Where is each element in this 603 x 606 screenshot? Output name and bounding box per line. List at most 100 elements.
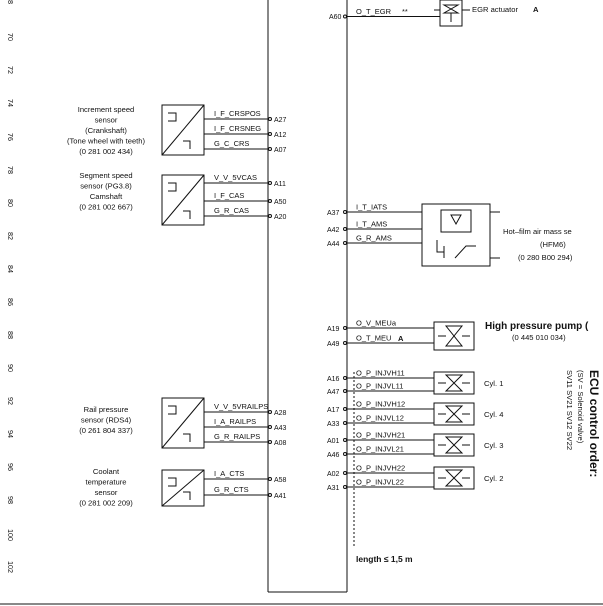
egr-marker: ** bbox=[402, 7, 408, 16]
pin-label: A20 bbox=[274, 214, 287, 221]
increment-speed-sensor: Increment speed sensor(Crankshaft) (Tone w… bbox=[67, 104, 287, 156]
ecu-control-order: ECU control order: (SV = Solenoid valve)… bbox=[565, 370, 601, 477]
right-actuators: A37I_T_IATSA42I_T_AMSA44G_R_AMSA19O_V_ME… bbox=[327, 203, 503, 548]
signal-name: O_V_MEUa bbox=[356, 319, 397, 328]
sensor-symbol bbox=[161, 397, 205, 449]
pin-label: A16 bbox=[327, 376, 340, 383]
cylinder-label: Cyl. 3 bbox=[484, 441, 503, 450]
sensor-label-line: (Crankshaft) bbox=[85, 126, 127, 135]
signal-name: O_P_INJVH22 bbox=[356, 464, 405, 473]
row-number: 8 bbox=[6, 0, 15, 4]
signal-name: I_F_CRSNEG bbox=[214, 124, 261, 133]
cylinder-label: Cyl. 1 bbox=[484, 379, 503, 388]
pin-label: A42 bbox=[327, 227, 340, 234]
row-number: 100 bbox=[6, 529, 15, 541]
sensor-label-line: sensor (RDS4) bbox=[81, 416, 132, 425]
signal-name: O_T_MEU bbox=[356, 334, 391, 343]
signal-name: O_P_INJVH21 bbox=[356, 431, 405, 440]
pin-label: A44 bbox=[327, 241, 340, 248]
pin-label: A19 bbox=[327, 326, 340, 333]
ecu-order-title: ECU control order: bbox=[587, 370, 601, 477]
hfm-line-2: (HFM6) bbox=[540, 240, 566, 249]
egr-pin: A60 bbox=[329, 14, 342, 21]
signal-name: O_P_INJVL21 bbox=[356, 445, 404, 454]
row-number: 88 bbox=[6, 331, 15, 339]
pump-title: High pressure pump ( bbox=[485, 321, 589, 332]
pin-label: A28 bbox=[274, 410, 287, 417]
injector-symbol bbox=[433, 402, 475, 426]
sensor-label-line: (0 261 804 337) bbox=[79, 426, 133, 435]
sensor-label-line: Increment speed bbox=[78, 105, 135, 114]
pin-label: A17 bbox=[327, 407, 340, 414]
hfm-sensor: Hot–film air mass se (HFM6) (0 280 B00 2… bbox=[421, 203, 573, 267]
row-number: 70 bbox=[6, 33, 15, 41]
row-number: 80 bbox=[6, 199, 15, 207]
sensor-symbol bbox=[161, 469, 205, 507]
signal-name: G_R_CTS bbox=[214, 485, 249, 494]
signal-name: G_R_CAS bbox=[214, 206, 249, 215]
signal-name: I_T_AMS bbox=[356, 220, 387, 229]
row-number: 82 bbox=[6, 232, 15, 240]
sensor-label-line: (0 281 002 434) bbox=[79, 147, 133, 156]
high-pressure-pump: High pressure pump ( (0 445 010 034) bbox=[485, 321, 589, 342]
sensor-label-line: sensor (PG3.8) bbox=[80, 182, 132, 191]
egr-actuator: A60 O_T_EGR ** EGR actuator A bbox=[329, 0, 539, 27]
row-number: 102 bbox=[6, 561, 15, 573]
signal-name: O_P_INJVH11 bbox=[356, 369, 405, 378]
egr-symbol bbox=[439, 0, 463, 27]
length-note: length ≤ 1,5 m bbox=[356, 554, 413, 564]
pin-label: A33 bbox=[327, 421, 340, 428]
pin-label: A49 bbox=[327, 341, 340, 348]
signal-name: I_A_RAILPS bbox=[214, 417, 256, 426]
pin-label: A37 bbox=[327, 210, 340, 217]
sensor-label-line: sensor bbox=[95, 488, 118, 497]
pin-label: A47 bbox=[327, 389, 340, 396]
pin-label: A12 bbox=[274, 132, 287, 139]
signal-name: O_P_INJVL22 bbox=[356, 478, 404, 487]
egr-signal: O_T_EGR bbox=[356, 7, 392, 16]
pin-label: A43 bbox=[274, 425, 287, 432]
pin-label: A50 bbox=[274, 199, 287, 206]
pin-label: A02 bbox=[327, 471, 340, 478]
signal-name: I_T_IATS bbox=[356, 203, 387, 212]
row-number: 92 bbox=[6, 397, 15, 405]
pin-label: A07 bbox=[274, 147, 287, 154]
pin-label: A01 bbox=[327, 438, 340, 445]
sensor-label-line: Camshaft bbox=[90, 192, 123, 201]
hfm-box bbox=[421, 203, 491, 267]
sensor-label-line: (0 281 002 667) bbox=[79, 203, 133, 212]
pin-label: A31 bbox=[327, 485, 340, 492]
row-number: 90 bbox=[6, 364, 15, 372]
pump-arrow: A bbox=[398, 334, 404, 343]
pin-label: A58 bbox=[274, 477, 287, 484]
row-number: 78 bbox=[6, 166, 15, 174]
row-number: 96 bbox=[6, 463, 15, 471]
egr-arrow: A bbox=[533, 5, 539, 14]
ecu-order-sub2: SV11 SV21 SV12 SV22 bbox=[565, 370, 574, 450]
pump-part: (0 445 010 034) bbox=[512, 333, 566, 342]
sensor-symbol bbox=[161, 104, 205, 156]
ecu-order-sub1: (SV = Solenoid valve) bbox=[576, 370, 585, 444]
pin-label: A46 bbox=[327, 452, 340, 459]
cylinder-label: Cyl. 4 bbox=[484, 410, 503, 419]
sensor-label-line: (Tone wheel with teeth) bbox=[67, 137, 146, 146]
row-number: 72 bbox=[6, 66, 15, 74]
row-number: 86 bbox=[6, 298, 15, 306]
sensor-label-line: temperature bbox=[86, 478, 127, 487]
signal-name: V_V_5VRAILPS bbox=[214, 402, 268, 411]
row-number: 76 bbox=[6, 133, 15, 141]
injector-symbol bbox=[433, 466, 475, 490]
signal-name: O_P_INJVL12 bbox=[356, 414, 404, 423]
sensor-label-line: sensor bbox=[95, 116, 118, 125]
